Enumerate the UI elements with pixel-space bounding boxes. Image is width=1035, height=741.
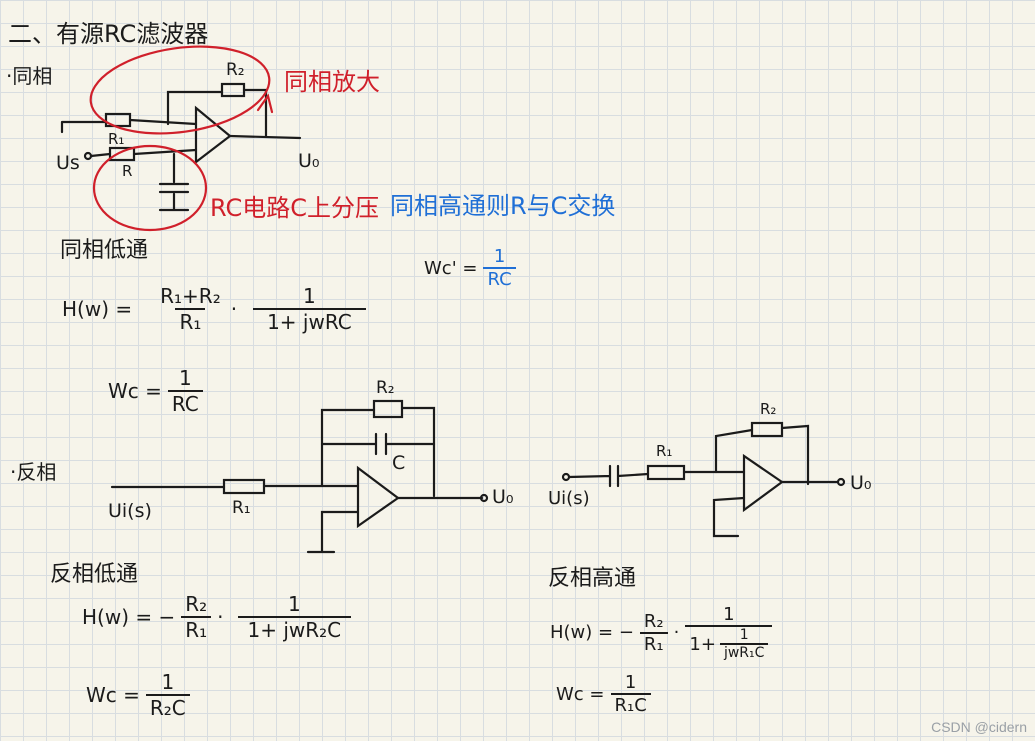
eq-wc-inv-num: 1 [161,670,175,694]
label-uo-hp: U₀ [850,472,872,494]
eq-wc-prime-frac: 1 RC [483,246,516,290]
eq-dot: · [673,622,680,643]
watermark: CSDN @cidern [931,719,1027,735]
eq-h-noninv-frac2-den: 1+ jwRC [253,308,366,334]
eq-h-hp-inner-den: jwR₁C [719,643,769,661]
eq-wc-inv: Wc = 1 R₂C [86,670,190,720]
eq-wc-hp-den: R₁C [610,693,651,716]
note-noninverting-amp: 同相放大 [284,68,380,96]
eq-dot: · [217,605,224,629]
eq-h-hp-frac2-num: 1 [723,604,735,625]
eq-wc-prime-num: 1 [493,246,506,267]
eq-wc-noninv-num: 1 [178,366,192,390]
label-ui-hp: Ui(s) [548,488,590,509]
label-r2-noninv: R₂ [226,60,245,80]
eq-h-inv-frac1: R₂ R₁ [181,592,212,642]
eq-h-noninv-frac2-num: 1 [303,284,316,308]
eq-h-inv-frac1-den: R₁ [181,616,212,642]
eq-h-inv-frac2: 1 1+ jwR₂C [237,592,352,642]
eq-h-hp-frac1: R₂ R₁ [639,610,668,655]
label-c-inv: C [392,452,406,474]
label-ui-inv: Ui(s) [108,500,152,522]
eq-wc-hp-num: 1 [624,672,637,693]
eq-h-inv-frac2-den: 1+ jwR₂C [237,616,352,642]
eq-wc-noninv-lhs: Wc = [108,379,162,403]
eq-wc-noninv-frac: 1 RC [167,366,203,416]
eq-wc-prime-den: RC [483,267,516,290]
inverting-highpass-circuit [561,421,846,538]
eq-dot: · [230,297,238,321]
eq-h-noninv-lhs: H(w) = [62,297,133,321]
eq-wc-hp-lhs: Wc = [556,683,605,705]
eq-wc-inv-frac: 1 R₂C [145,670,190,720]
noninverting-circuit [60,45,302,232]
eq-h-hp-frac2: 1 1+ 1 jwR₁C [685,604,773,661]
section-inverting: ·反相 [10,460,57,484]
note-highpass-swap: 同相高通则R与C交换 [390,192,616,220]
eq-wc-noninv: Wc = 1 RC [108,366,203,416]
eq-wc-noninv-den: RC [167,390,203,416]
label-uo-noninv: U₀ [298,150,320,172]
eq-h-inv: H(w) = − R₂ R₁ · 1 1+ jwR₂C [82,592,352,642]
note-rc-divider: RC电路C上分压 [210,194,379,222]
title-noninverting-lowpass: 同相低通 [60,238,149,263]
label-uo-inv: U₀ [492,486,514,508]
eq-h-hp-den-a: 1+ [689,633,716,655]
eq-h-hp-frac1-den: R₁ [639,631,668,655]
label-r2-hp: R₂ [760,400,777,418]
eq-wc-hp-frac: 1 R₁C [610,672,651,716]
eq-wc-inv-lhs: Wc = [86,683,140,707]
eq-wc-inv-den: R₂C [145,694,190,720]
title-inverting-lowpass: 反相低通 [50,562,139,587]
eq-h-noninv-frac1-num: R₁+R₂ [160,284,221,308]
inverting-lowpass-circuit [110,399,489,554]
eq-h-inv-frac2-num: 1 [287,592,301,616]
eq-h-noninv: H(w) = R₁+R₂ R₁ · 1 1+ jwRC [62,284,366,334]
eq-wc-prime-lhs: Wc' = [424,257,478,279]
eq-h-inv-lhs: H(w) = − [82,605,176,629]
section-noninverting: ·同相 [6,64,53,88]
eq-h-inv-frac1-num: R₂ [185,592,208,616]
eq-h-hp-inner-frac: 1 jwR₁C [719,627,769,661]
eq-h-hp-inner-num: 1 [739,627,749,643]
eq-wc-prime: Wc' = 1 RC [424,246,516,290]
eq-wc-hp: Wc = 1 R₁C [556,672,651,716]
title-inverting-highpass: 反相高通 [548,566,637,591]
page-title: 二、有源RC滤波器 [8,20,209,48]
eq-h-hp-frac2-den: 1+ 1 jwR₁C [685,625,773,661]
label-r1-hp: R₁ [656,442,673,460]
label-r-noninv: R [122,162,133,180]
label-r1-inv: R₁ [232,498,251,518]
label-r2-inv: R₂ [376,378,395,398]
label-r1-noninv: R₁ [108,130,125,148]
eq-h-hp-lhs: H(w) = − [550,622,634,643]
eq-h-noninv-frac2: 1 1+ jwRC [253,284,366,334]
eq-h-hp-frac1-num: R₂ [643,610,664,632]
eq-h-noninv-frac1-den: R₁ [175,308,206,334]
label-us: Us [56,152,80,174]
eq-h-noninv-frac1: R₁+R₂ R₁ [156,284,225,334]
eq-h-hp: H(w) = − R₂ R₁ · 1 1+ 1 jwR₁C [550,604,773,661]
